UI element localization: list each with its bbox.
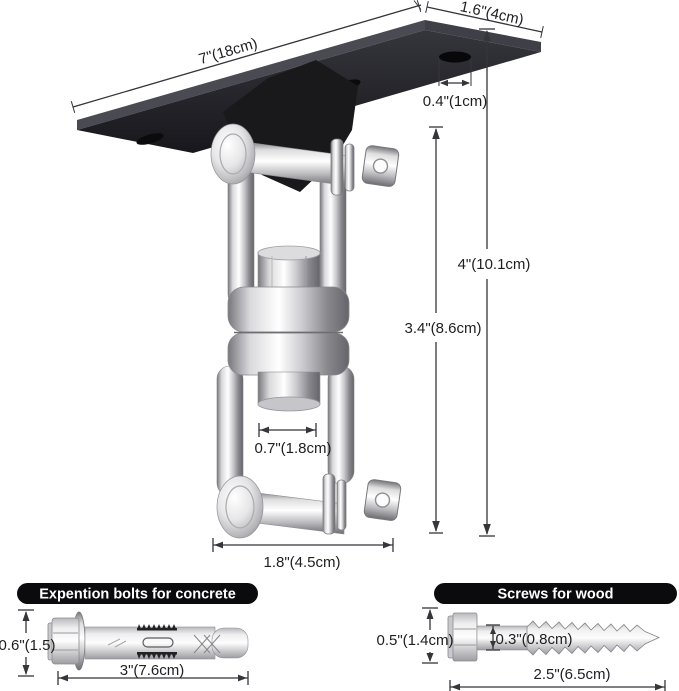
swivel-collar-upper bbox=[227, 286, 350, 333]
dim-overall-height: 4"(10.1cm) bbox=[458, 28, 531, 537]
swivel-height-label: 3.4"(8.6cm) bbox=[404, 320, 481, 337]
dim-bolt-length: 3"(7.6cm) bbox=[57, 662, 249, 685]
upper-pin-head-detail bbox=[219, 133, 247, 175]
upper-pin-tab bbox=[361, 145, 400, 187]
dim-hole-diameter: 0.4"(1cm) bbox=[423, 58, 488, 110]
lower-pin-ring-1 bbox=[322, 473, 336, 535]
dim-bolt-diameter: 0.6"(1.5) bbox=[0, 609, 56, 677]
screw-hex-head bbox=[452, 612, 478, 662]
concrete-bolt-section: Expention bolts for concrete bbox=[0, 583, 258, 685]
plate-edge-back bbox=[77, 20, 425, 130]
bolt-slot bbox=[142, 637, 174, 648]
lower-pin-head bbox=[216, 475, 264, 539]
lower-pin-ring-2 bbox=[336, 479, 347, 531]
screw-head-height-label: 0.5"(1.4cm) bbox=[376, 632, 453, 649]
barrel-top-cap bbox=[257, 245, 321, 261]
plate-hole-left bbox=[136, 133, 164, 145]
upper-tab-hole bbox=[372, 158, 389, 174]
swivel-body bbox=[216, 245, 355, 497]
expansion-bolt bbox=[47, 611, 249, 671]
bolt-serration-bottom-base bbox=[137, 652, 177, 655]
shackle-width-label: 1.8"(4.5cm) bbox=[263, 554, 340, 571]
upper-shackle bbox=[210, 123, 400, 308]
bolt-knurl bbox=[203, 634, 221, 654]
bolt-diameter-label: 0.6"(1.5) bbox=[0, 637, 56, 654]
screw-length-label: 2.5"(6.5cm) bbox=[533, 666, 610, 683]
plate-edge-right bbox=[425, 20, 541, 52]
lower-shackle-right-leg bbox=[327, 365, 355, 485]
concrete-bolt-title-pill bbox=[17, 583, 258, 604]
bolt-scratch bbox=[107, 638, 121, 646]
dim-screw-head-height: 0.5"(1.4cm) bbox=[376, 607, 454, 664]
dim-swivel-height: 3.4"(8.6cm) bbox=[404, 126, 482, 534]
plate-length-label: 7"(18cm) bbox=[197, 35, 260, 68]
dim-shackle-inner-width: 0.7"(1.8cm) bbox=[254, 423, 332, 457]
upper-pin-ring-1 bbox=[330, 138, 344, 196]
bolt-hex-head bbox=[51, 617, 80, 665]
wood-screw-title: Screws for wood bbox=[497, 587, 613, 603]
wood-screw bbox=[447, 612, 660, 662]
bolt-serration-top-base bbox=[137, 628, 177, 631]
wood-screw-section: Screws for wood 0.5"(1.4cm) 0.3"(0.8cm) bbox=[376, 583, 677, 691]
plate-width-label: 1.6"(4cm) bbox=[459, 0, 526, 29]
overall-height-label: 4"(10.1cm) bbox=[458, 256, 531, 273]
plate-hole-right bbox=[439, 51, 471, 63]
wood-screw-title-pill bbox=[434, 583, 677, 604]
dim-screw-length: 2.5"(6.5cm) bbox=[449, 666, 666, 691]
screw-shank-diameter-label: 0.3"(0.8cm) bbox=[495, 631, 572, 648]
lower-shackle-pin bbox=[216, 473, 402, 539]
bolt-tip bbox=[211, 627, 249, 659]
lower-tab-hole bbox=[374, 492, 391, 508]
upper-pin-ring-2 bbox=[344, 143, 355, 192]
dim-screw-shank-diameter: 0.3"(0.8cm) bbox=[486, 624, 573, 651]
upper-pin-head bbox=[210, 123, 256, 185]
dim-shackle-width: 1.8"(4.5cm) bbox=[212, 538, 394, 571]
swivel-collar-lower bbox=[227, 332, 350, 376]
lower-pin-head-detail bbox=[225, 485, 255, 529]
hole-diameter-label: 0.4"(1cm) bbox=[423, 93, 488, 110]
screw-threads bbox=[526, 620, 660, 656]
lower-pin-tab bbox=[363, 479, 402, 521]
barrel-bottom-cap bbox=[257, 396, 321, 412]
shackle-inner-width-label: 0.7"(1.8cm) bbox=[254, 440, 331, 457]
concrete-bolt-title: Expention bolts for concrete bbox=[39, 587, 236, 603]
bolt-scratch bbox=[114, 640, 127, 648]
bolt-length-label: 3"(7.6cm) bbox=[120, 662, 185, 679]
